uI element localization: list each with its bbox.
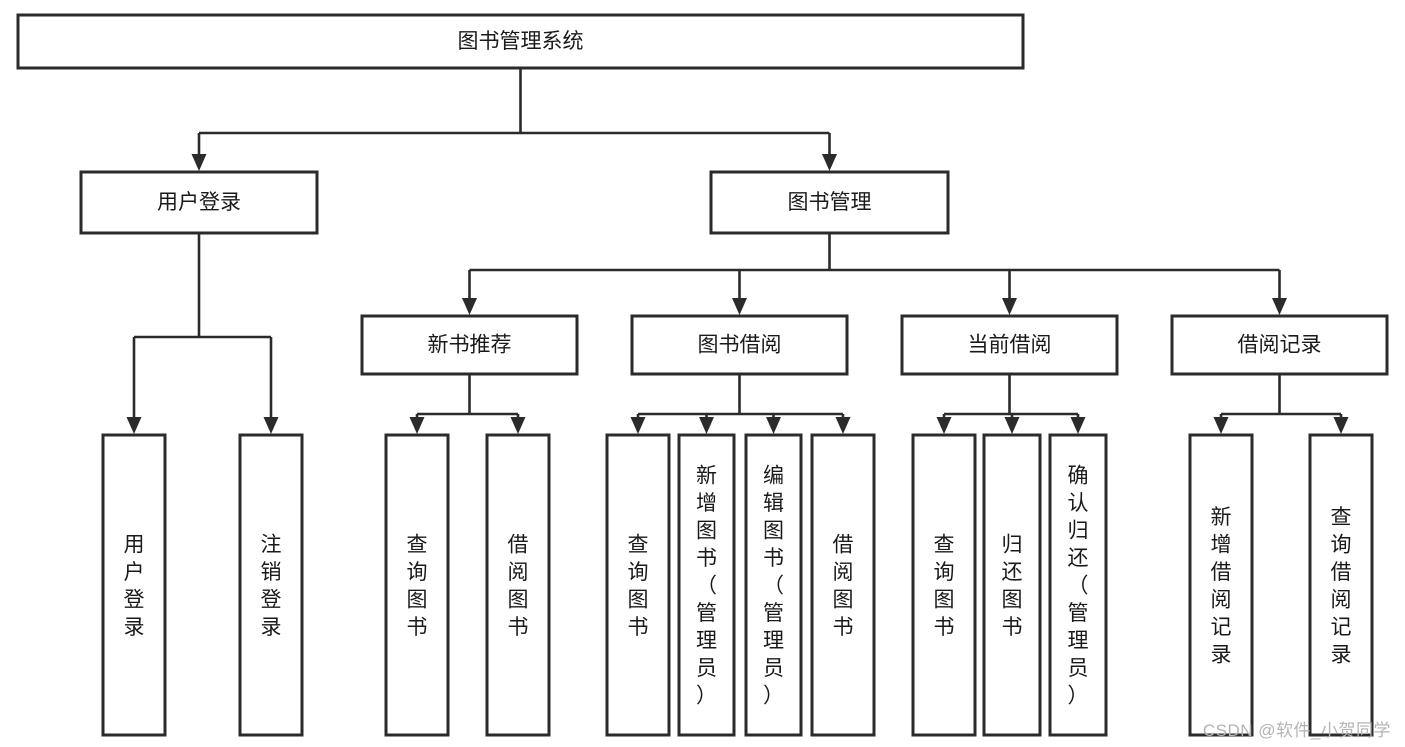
book-borrow-to-leaves-arrow-0 [630, 417, 646, 434]
node-leaf-leaf-return-book[interactable]: 归还图书 [982, 433, 1042, 737]
node-level3-current-borrow[interactable]: 当前借阅 [900, 314, 1119, 376]
node-leaf-leaf-edit-book-admin[interactable]: 编辑图书（管理员） [744, 433, 803, 737]
node-level2-book-manage-label: 图书管理 [788, 191, 872, 214]
node-leaf-leaf-borrow-book[interactable]: 借阅图书 [810, 433, 876, 737]
current-borrow-to-leaves-arrow-1 [1004, 417, 1020, 434]
root-to-level2-arrow-0 [191, 154, 207, 171]
node-leaf-leaf-add-book-admin[interactable]: 新增图书（管理员） [677, 433, 736, 737]
node-leaf-leaf-query-book-current-box [911, 433, 977, 737]
node-leaf-leaf-return-book-label: 归还图书 [1002, 534, 1023, 640]
book-borrow-to-leaves-arrow-2 [766, 417, 781, 434]
node-level3-new-book-recommend[interactable]: 新书推荐 [360, 314, 579, 376]
node-level2-user-login-box [79, 170, 319, 235]
node-level3-borrow-record[interactable]: 借阅记录 [1170, 314, 1389, 376]
bookmanage-to-level3-arrow-1 [732, 298, 747, 315]
node-leaf-leaf-borrow-book-box [810, 433, 876, 737]
node-level3-new-book-recommend-box [360, 314, 579, 376]
node-level3-new-book-recommend-label: 新书推荐 [428, 334, 512, 357]
node-leaf-leaf-return-book-box [982, 433, 1042, 737]
node-leaf-leaf-query-book-current-label: 查询图书 [934, 534, 955, 640]
node-leaf-leaf-query-book-rec[interactable]: 查询图书 [384, 433, 450, 737]
node-level3-current-borrow-label: 当前借阅 [968, 334, 1052, 357]
node-leaf-leaf-query-book-rec-box [384, 433, 450, 737]
node-root[interactable]: 图书管理系统 [16, 13, 1025, 70]
node-leaf-leaf-logout[interactable]: 注销登录 [238, 433, 304, 737]
borrow-record-to-leaves-arrow-1 [1333, 417, 1349, 434]
new-book-recommend-to-leaves-arrow-1 [510, 417, 526, 434]
node-leaf-leaf-add-book-admin-label: 新增图书（管理员） [696, 465, 717, 708]
node-leaf-leaf-confirm-return-admin-box [1048, 433, 1108, 737]
node-level2-user-login-label: 用户登录 [157, 191, 241, 214]
node-level3-book-borrow-label: 图书借阅 [698, 334, 782, 357]
bookmanage-to-level3-arrow-0 [462, 298, 477, 315]
node-leaf-leaf-query-book-borrow-label: 查询图书 [628, 534, 649, 640]
node-leaf-leaf-logout-label: 注销登录 [261, 534, 282, 640]
node-leaf-leaf-query-book-borrow-box [605, 433, 671, 737]
node-leaf-leaf-confirm-return-admin[interactable]: 确认归还（管理员） [1048, 433, 1108, 737]
connectors-layer [126, 68, 1349, 434]
node-leaf-leaf-logout-box [238, 433, 304, 737]
user-login-to-leaves-arrow-0 [126, 417, 142, 434]
user-login-to-leaves-arrow-1 [263, 417, 279, 434]
node-leaf-leaf-borrow-book-label: 借阅图书 [833, 534, 854, 640]
new-book-recommend-to-leaves-arrow-0 [409, 417, 425, 434]
node-leaf-leaf-borrow-book-rec[interactable]: 借阅图书 [485, 433, 551, 737]
node-level3-current-borrow-box [900, 314, 1119, 376]
node-leaf-leaf-user-login[interactable]: 用户登录 [101, 433, 167, 737]
node-leaf-leaf-user-login-label: 用户登录 [124, 534, 145, 640]
node-leaf-leaf-borrow-book-rec-label: 借阅图书 [508, 534, 529, 640]
node-leaf-leaf-query-book-current[interactable]: 查询图书 [911, 433, 977, 737]
node-leaf-leaf-add-book-admin-box [677, 433, 736, 737]
node-level2-book-manage[interactable]: 图书管理 [709, 170, 950, 235]
nodes-layer: 图书管理系统用户登录图书管理新书推荐图书借阅当前借阅借阅记录用户登录注销登录查询… [16, 13, 1389, 737]
borrow-record-to-leaves-arrow-0 [1213, 417, 1229, 434]
node-leaf-leaf-confirm-return-admin-label: 确认归还（管理员） [1068, 465, 1089, 708]
node-leaf-leaf-query-borrow-record[interactable]: 查询借阅记录 [1308, 433, 1374, 737]
bookmanage-to-level3-arrow-3 [1272, 298, 1287, 315]
node-leaf-leaf-user-login-box [101, 433, 167, 737]
root-to-level2-arrow-1 [822, 154, 837, 171]
node-root-label: 图书管理系统 [458, 30, 584, 53]
node-leaf-leaf-query-borrow-record-box [1308, 433, 1374, 737]
node-level3-book-borrow-box [630, 314, 849, 376]
node-level3-book-borrow[interactable]: 图书借阅 [630, 314, 849, 376]
node-root-box [16, 13, 1025, 70]
node-level2-user-login[interactable]: 用户登录 [79, 170, 319, 235]
node-leaf-leaf-query-borrow-record-label: 查询借阅记录 [1331, 506, 1352, 667]
node-leaf-leaf-add-borrow-record-label: 新增借阅记录 [1211, 506, 1232, 667]
current-borrow-to-leaves-arrow-2 [1070, 417, 1086, 434]
node-leaf-leaf-add-borrow-record[interactable]: 新增借阅记录 [1188, 433, 1254, 737]
node-leaf-leaf-edit-book-admin-label: 编辑图书（管理员） [763, 465, 784, 708]
node-leaf-leaf-borrow-book-rec-box [485, 433, 551, 737]
book-borrow-to-leaves-arrow-1 [699, 417, 714, 434]
book-borrow-to-leaves-arrow-3 [835, 417, 851, 434]
node-leaf-leaf-edit-book-admin-box [744, 433, 803, 737]
current-borrow-to-leaves-arrow-0 [936, 417, 952, 434]
node-level2-book-manage-box [709, 170, 950, 235]
node-level3-borrow-record-box [1170, 314, 1389, 376]
node-level3-borrow-record-label: 借阅记录 [1238, 334, 1322, 357]
node-leaf-leaf-query-book-rec-label: 查询图书 [407, 534, 428, 640]
node-leaf-leaf-add-borrow-record-box [1188, 433, 1254, 737]
node-leaf-leaf-query-book-borrow[interactable]: 查询图书 [605, 433, 671, 737]
bookmanage-to-level3-arrow-2 [1002, 298, 1017, 315]
watermark-label: CSDN @软件_小贺同学 [1202, 721, 1391, 740]
